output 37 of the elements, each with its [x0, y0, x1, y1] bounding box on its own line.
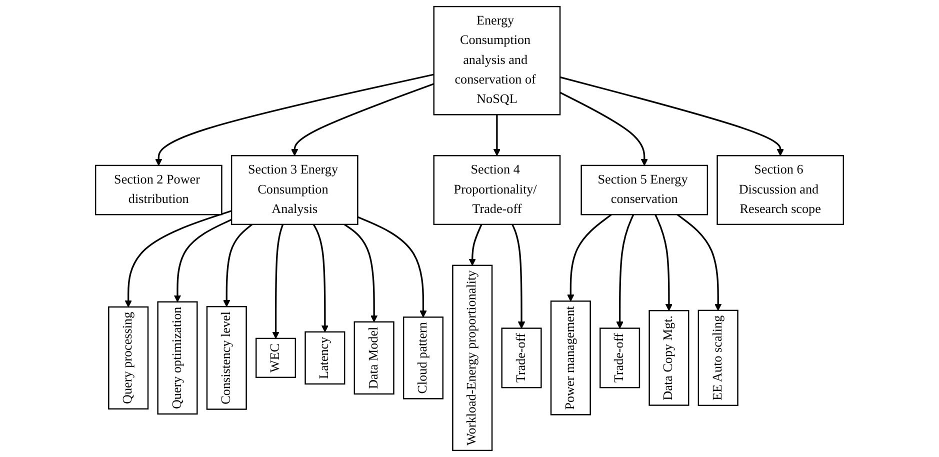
node-box: Section 2 Power distribution: [94, 164, 222, 216]
node-box: Section 3 Energy Consumption Analysis: [230, 155, 358, 226]
node-box: Section 6 Discussion and Research scope: [716, 155, 844, 226]
node-box: EE Auto scaling: [698, 310, 738, 406]
node-box: Query processing: [108, 306, 149, 410]
arrow: [616, 214, 634, 329]
node-box: Trade-off: [600, 328, 640, 388]
node-box: Workload-Energy proportionality: [452, 264, 493, 452]
arrow: [272, 224, 284, 339]
node-box: WEC: [256, 338, 296, 378]
node-box: Power management: [550, 300, 591, 416]
arrow: [512, 224, 526, 329]
node-box: Energy Consumption analysis and conservation of NoSQL: [433, 6, 561, 116]
node-box: Cloud pattern: [402, 316, 444, 400]
node-box: Consistency level: [206, 306, 247, 410]
arrow: [357, 216, 427, 318]
arrow: [676, 214, 722, 311]
node-box: Data Model: [354, 321, 394, 395]
arrow: [468, 224, 482, 266]
node-box: Section 4 Proportionality/ Trade-off: [433, 155, 561, 226]
arrow: [155, 74, 434, 166]
node-box: Trade-off: [501, 328, 542, 388]
arrow: [312, 224, 329, 332]
arrow: [560, 76, 784, 156]
arrow: [344, 224, 378, 322]
node-box: Query optimization: [157, 301, 198, 415]
arrow: [560, 92, 648, 166]
arrow: [174, 218, 232, 302]
node-box: Section 5 Energy conservation: [580, 164, 708, 216]
arrow: [124, 210, 232, 308]
arrow: [291, 83, 434, 156]
arrow: [567, 214, 612, 302]
node-box: Latency: [304, 331, 346, 385]
arrow: [493, 114, 501, 156]
arrow: [654, 214, 673, 311]
node-box: Data Copy Mgt.: [648, 310, 690, 406]
arrow: [223, 224, 253, 307]
